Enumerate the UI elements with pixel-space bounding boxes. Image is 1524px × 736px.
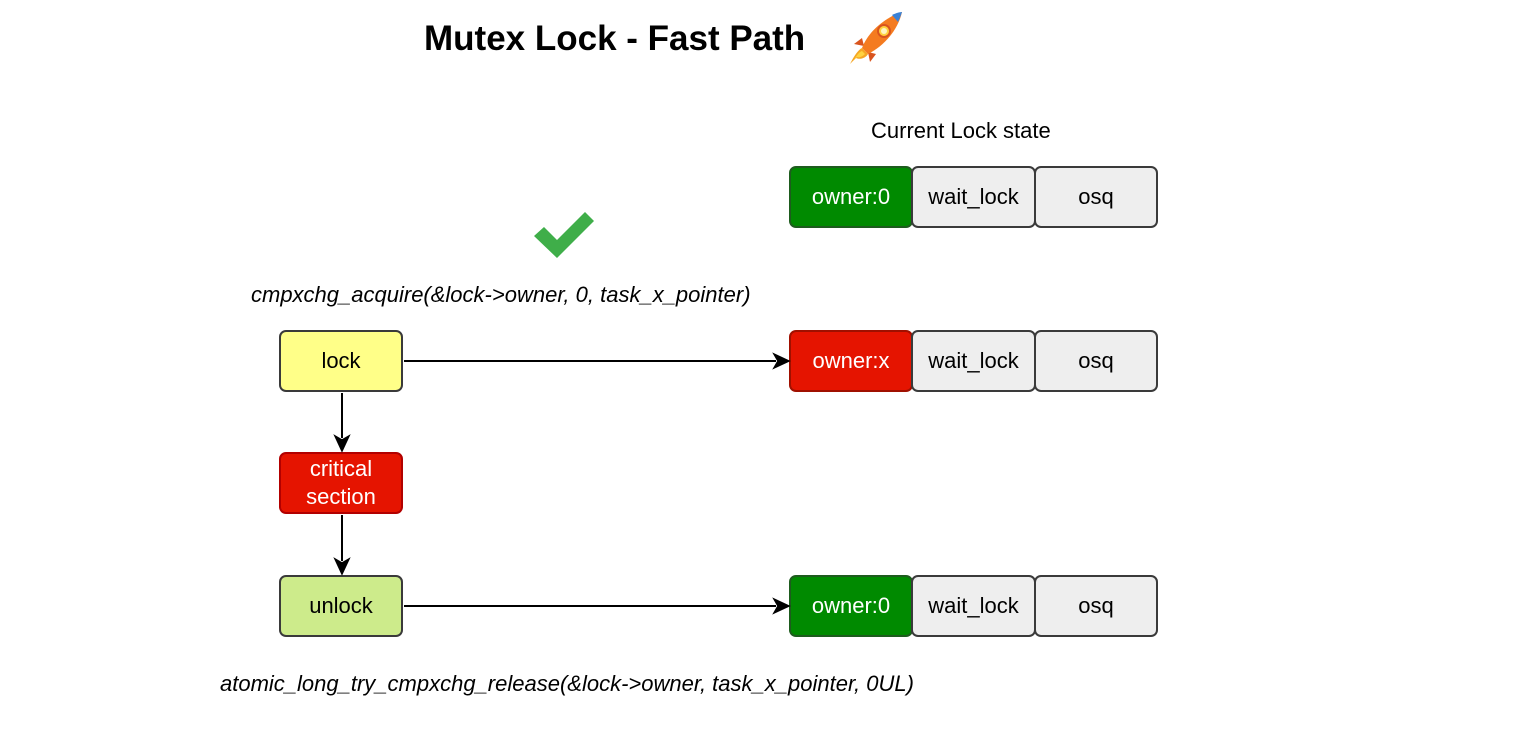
owner-field: owner:0 <box>789 166 913 228</box>
owner-field: owner:x <box>789 330 913 392</box>
release-call-text: atomic_long_try_cmpxchg_release(&lock->o… <box>220 671 914 696</box>
wait-lock-field: wait_lock <box>911 330 1036 392</box>
current-lock-state-label: Current Lock state <box>871 118 1051 143</box>
arrow-lock-to-state <box>404 352 791 370</box>
checkmark-icon <box>534 212 594 258</box>
arrow-lock-to-critical <box>333 393 351 453</box>
owner-field: owner:0 <box>789 575 913 637</box>
wait-lock-field: wait_lock <box>911 575 1036 637</box>
osq-field: osq <box>1034 575 1158 637</box>
arrow-unlock-to-state <box>404 597 791 615</box>
lock-step: lock <box>279 330 403 392</box>
rocket-icon <box>850 12 902 64</box>
arrow-critical-to-unlock <box>333 515 351 576</box>
osq-field: osq <box>1034 166 1158 228</box>
unlock-step: unlock <box>279 575 403 637</box>
wait-lock-field: wait_lock <box>911 166 1036 228</box>
critical-section-step: critical section <box>279 452 403 514</box>
acquire-call-text: cmpxchg_acquire(&lock->owner, 0, task_x_… <box>251 282 751 307</box>
diagram-title: Mutex Lock - Fast Path <box>424 19 806 58</box>
osq-field: osq <box>1034 330 1158 392</box>
